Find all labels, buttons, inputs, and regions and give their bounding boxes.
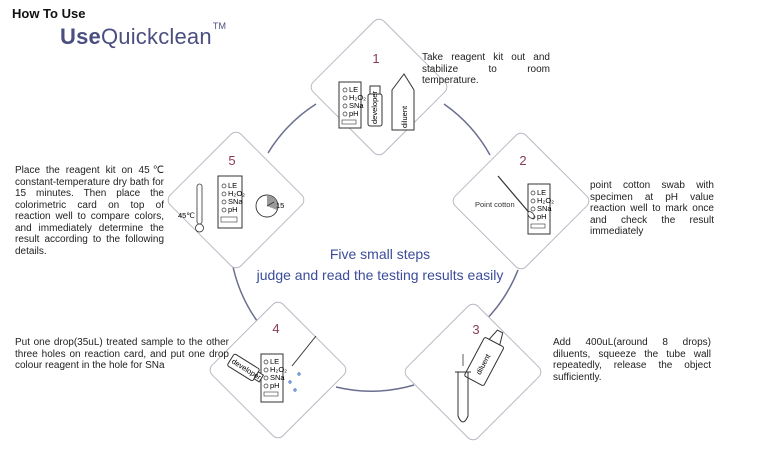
step-2-number: 2 bbox=[519, 153, 526, 168]
connector-arc-1-2 bbox=[444, 104, 490, 155]
step-4-description: Put one drop(35uL) treated sample to the… bbox=[15, 337, 229, 372]
step-5-temperature-label: 45℃ bbox=[178, 211, 195, 220]
step-5-number: 5 bbox=[228, 153, 235, 168]
step-4-number: 4 bbox=[272, 321, 279, 336]
step-1-developer-label: developer bbox=[370, 91, 379, 124]
step-1-card: 1 LE H₂O₂ SNa pH developer diluent bbox=[308, 16, 449, 157]
connector-arc-5-1 bbox=[268, 104, 316, 153]
center-subtitle: judge and read the testing results easil… bbox=[230, 267, 530, 283]
step-5-description: Place the reagent kit on 45℃ constant-te… bbox=[15, 165, 164, 257]
step-3-description: Add 400uL(around 8 drops) diluents, sque… bbox=[553, 337, 711, 383]
step-5-minutes-label: 15 bbox=[276, 201, 284, 210]
step-5-thermometer bbox=[197, 184, 202, 224]
step-2-label-ph: pH bbox=[537, 212, 547, 221]
step-1-diluent-label: diluent bbox=[400, 105, 409, 128]
step-3-card: 3 diluent bbox=[402, 301, 543, 442]
step-1-label-ph: pH bbox=[349, 109, 359, 118]
step-1-number: 1 bbox=[372, 51, 379, 66]
step-4-label-ph: pH bbox=[270, 381, 280, 390]
step-2-point-cotton-label: Point cotton bbox=[475, 200, 515, 209]
step-5-label-ph: pH bbox=[228, 205, 238, 214]
step-3-number: 3 bbox=[472, 322, 479, 337]
step-2-description: point cotton swab with specimen at pH va… bbox=[590, 180, 714, 238]
center-title: Five small steps bbox=[230, 246, 530, 262]
connector-arc-3-4 bbox=[336, 385, 414, 391]
step-1-description: Take reagent kit out and stabilize to ro… bbox=[422, 52, 550, 87]
